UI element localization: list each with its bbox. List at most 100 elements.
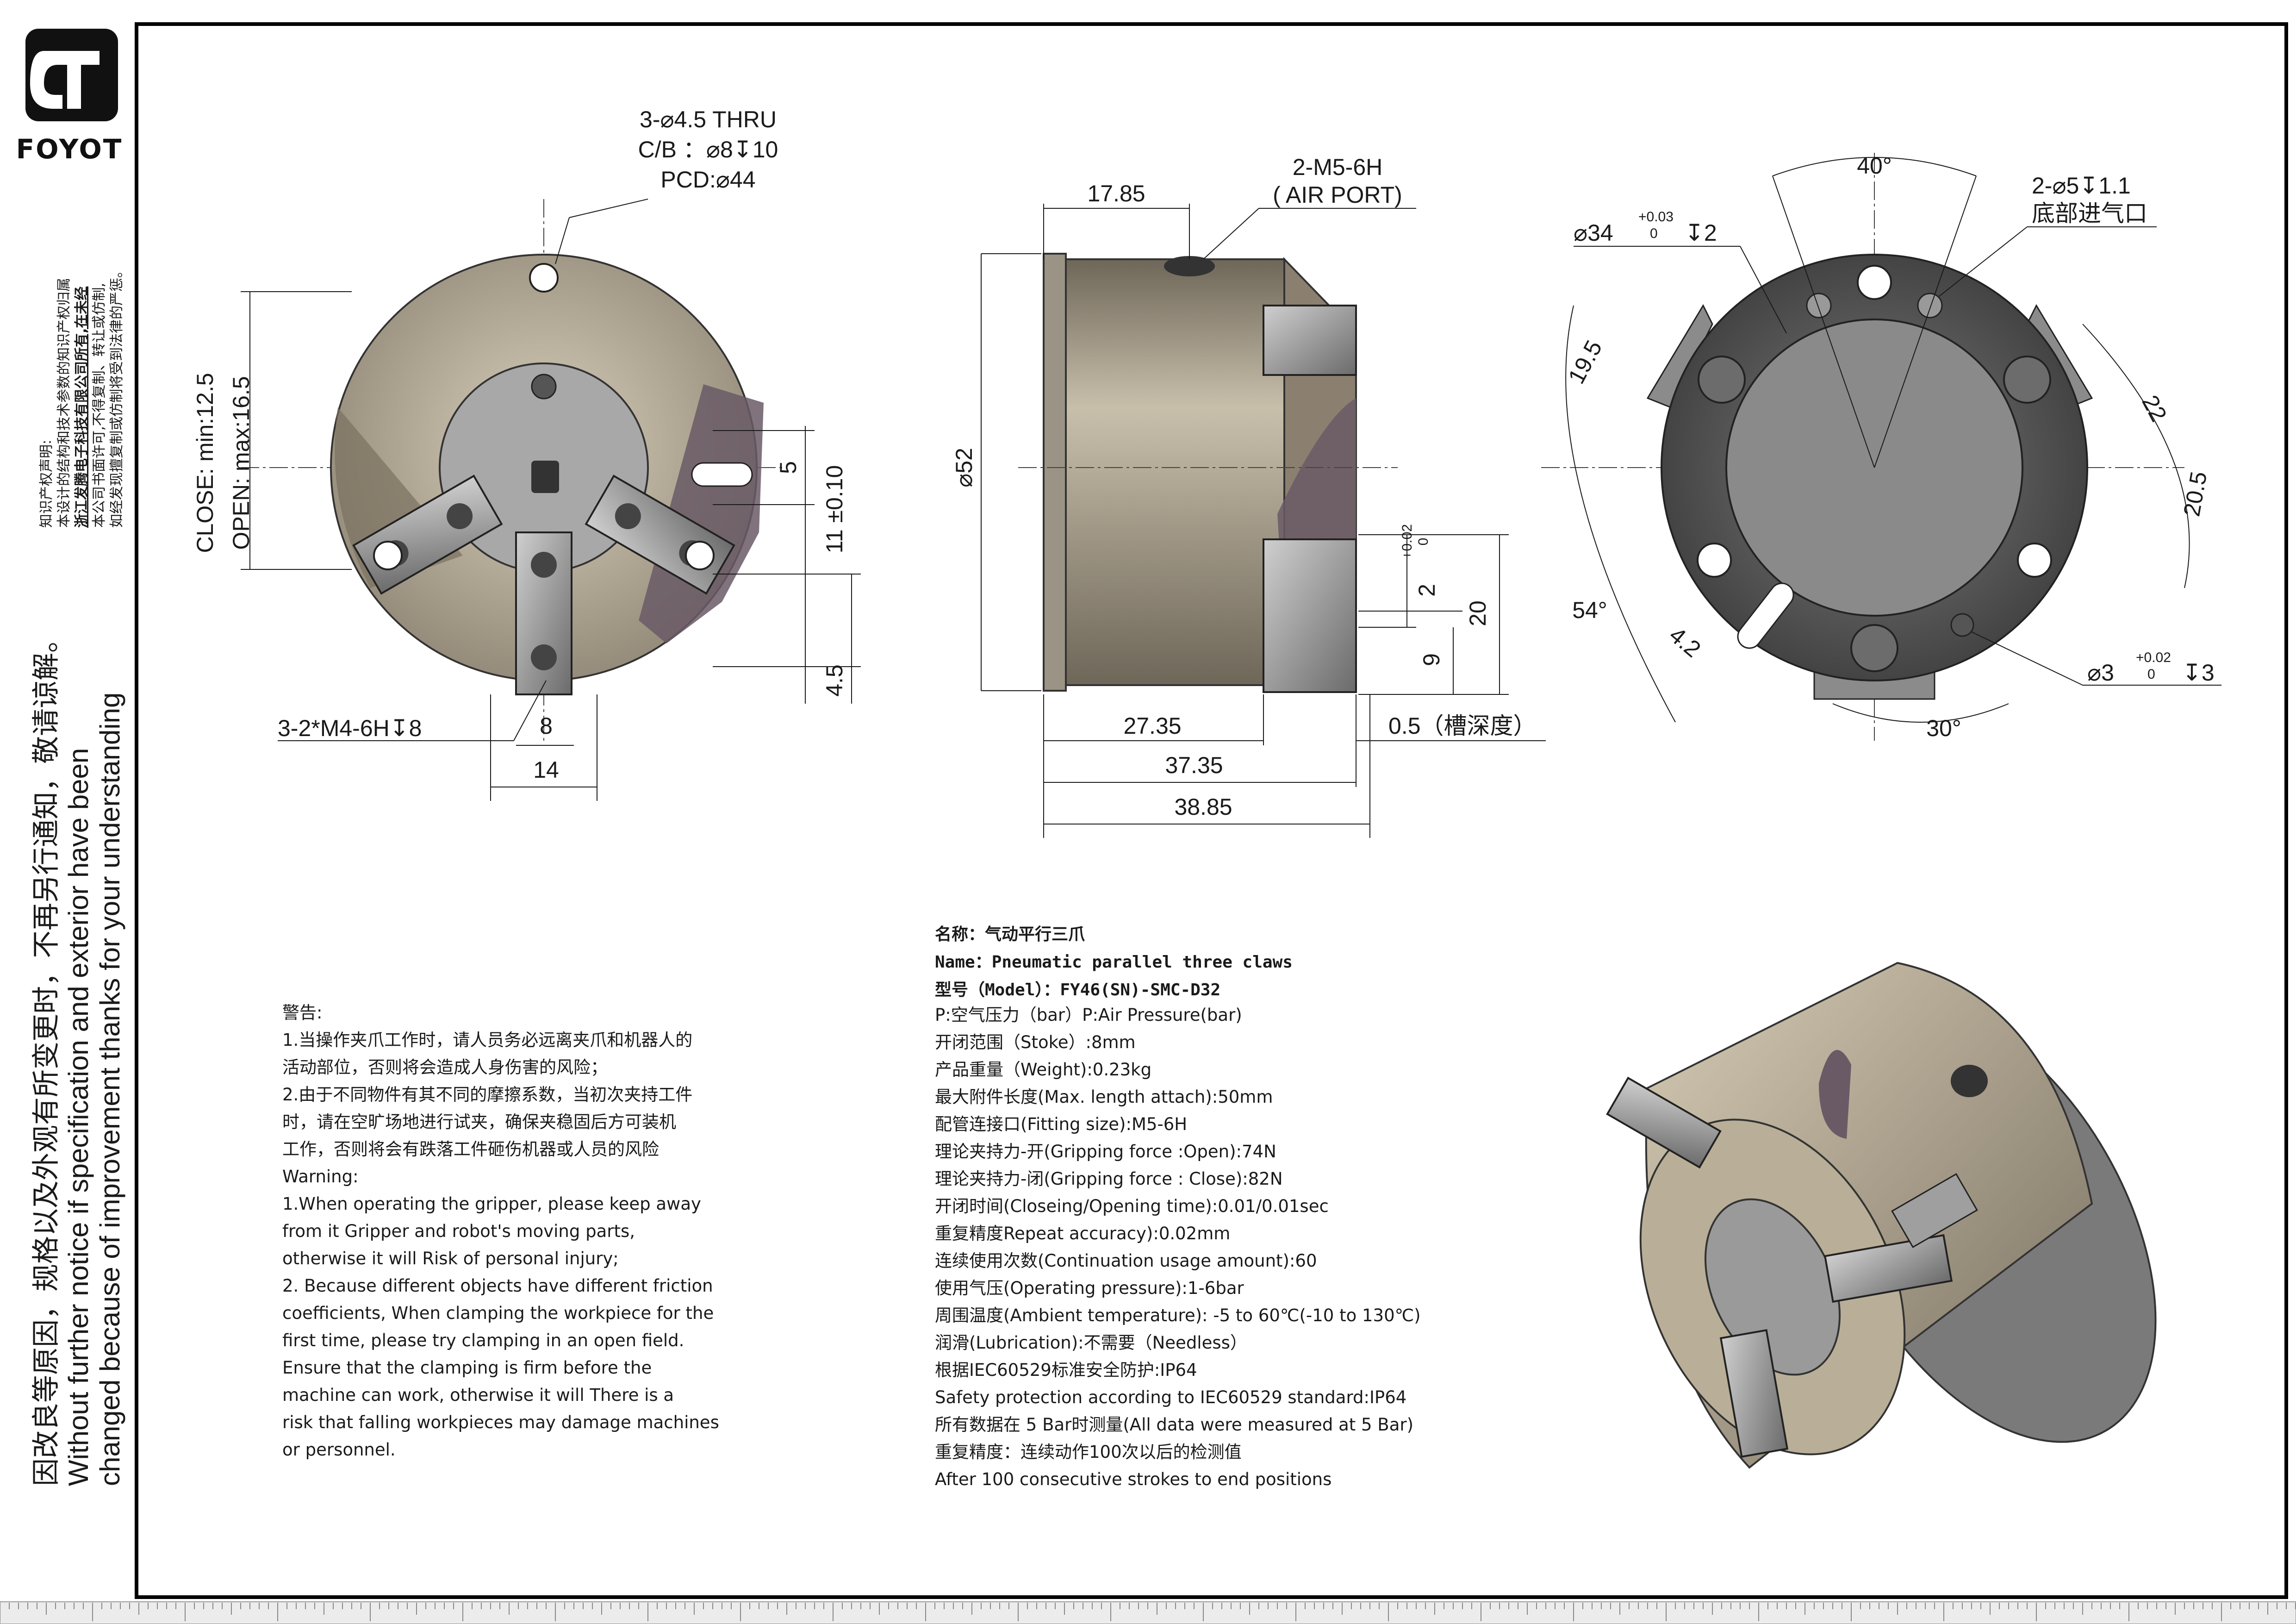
iso-jaw-bottom (1719, 1329, 1789, 1458)
slot-icon (1737, 582, 1794, 649)
notice-en-2: changed because of improvement thanks fo… (94, 693, 125, 1486)
right-dim: 2 (1414, 584, 1440, 597)
iso-lug (1891, 1173, 1978, 1249)
air-port-icon (1164, 256, 1215, 276)
side-dim: 4.5 (821, 664, 847, 697)
tol-plus: +0.02 (1400, 524, 1415, 559)
socket-screw-icon (1698, 356, 1746, 404)
bottom-dim: 27.35 (1123, 713, 1181, 739)
dia-dim: ⌀52 (951, 448, 977, 487)
warning-line: Ensure that the clamping is firm before … (282, 1358, 652, 1378)
air-port-label: 2-M5-6H (1293, 154, 1382, 180)
thru-hole-dim: 3-⌀4.5 THRU (640, 106, 777, 132)
side-dim: 5 (775, 461, 801, 474)
right-dim: 9 (1419, 653, 1444, 666)
bore-dia: ⌀34 (1574, 220, 1613, 246)
spec-line: 重复精度：连续动作100次以后的检测值 (935, 1442, 1242, 1462)
side-flange (1043, 253, 1067, 692)
spec-block: 名称：气动平行三爪 Name：Pneumatic parallel three … (935, 925, 1421, 1489)
spec-line: 根据IEC60529标准安全防护:IP64 (935, 1360, 1197, 1380)
brand-logo: FOYOT (16, 29, 123, 165)
ip-notice-line: 本公司书面许可,不得复制、转让或仿制, (91, 283, 107, 528)
notice-en-1: Without further notice if specification … (63, 748, 94, 1486)
jaw-top-side (1263, 305, 1357, 376)
iso-render (1606, 962, 2157, 1469)
warning-line: 1.When operating the gripper, please kee… (282, 1194, 701, 1214)
mount-hole-icon (1697, 543, 1732, 578)
spec-line: 产品重量（Weight):0.23kg (935, 1060, 1151, 1080)
pin-label: 底部进气口 (2032, 200, 2147, 226)
brand-name: FOYOT (16, 133, 123, 165)
iso-jaw-top (1606, 1076, 1722, 1169)
spec-line: 开闭时间(Closeing/Opening time):0.01/0.01sec (935, 1196, 1329, 1216)
spec-line: 理论夹持力-开(Gripping force :Open):74N (935, 1142, 1276, 1162)
socket-screw-icon (1850, 624, 1898, 672)
mount-hole-icon (373, 541, 403, 570)
ip-notice-line: 浙江发腾电子科技有限公司所有,在未经 (74, 287, 90, 528)
spec-line: 最大附件长度(Max. length attach):50mm (935, 1087, 1273, 1107)
warning-line: 活动部位，否则将会造成人身伤害的风险； (282, 1057, 608, 1077)
iso-groove (1819, 1050, 1851, 1139)
slot-icon (691, 462, 753, 487)
logo-plate-icon (531, 461, 559, 493)
pin-hole-icon (1950, 613, 1974, 637)
warning-line: 时，请在空旷场地进行试夹，确保夹稳固后方可装机 (282, 1112, 676, 1132)
sheet-border (135, 22, 2288, 1599)
spec-line: Safety protection according to IEC60529 … (935, 1387, 1406, 1407)
spec-name-cn: 名称：气动平行三爪 (935, 925, 1085, 944)
width-dim: 14 (533, 757, 559, 783)
bottom-dim: 38.85 (1174, 794, 1232, 820)
tol-zero: 0 (1416, 538, 1431, 546)
warning-line: first time, please try clamping in an op… (282, 1330, 684, 1350)
spec-name-en: Name：Pneumatic parallel three claws (935, 953, 1293, 972)
right-dim: 20 (1465, 600, 1491, 626)
spec-model: 型号（Model）：FY46(SN)-SMC-D32 (935, 981, 1220, 999)
iso-jaw-right (1823, 1234, 1953, 1303)
front-view: 3-⌀4.5 THRU C/B ：⌀8↧10 PCD:⌀44 CLOSE: mi… (192, 106, 861, 801)
spec-line: 重复精度Repeat accuracy):0.02mm (935, 1224, 1230, 1243)
mount-hole-icon (685, 541, 715, 570)
ip-notice: 知识产权声明: 本设计的结构和技术参数的知识产权归属 浙江发腾电子科技有限公司所… (38, 264, 125, 528)
warning-line: machine can work, otherwise it will Ther… (282, 1385, 674, 1405)
air-port-label: ( AIR PORT) (1273, 182, 1402, 208)
warning-line: 2. Because different objects have differ… (282, 1276, 713, 1296)
screw-icon (531, 374, 557, 400)
thru-hole-dim: C/B ：⌀8↧10 (638, 137, 778, 162)
pin-dia: ⌀3 (2087, 660, 2114, 686)
thru-hole-dim: PCD:⌀44 (660, 167, 755, 193)
ip-notice-line: 知识产权声明: (38, 440, 55, 528)
warning-line: 1.当操作夹爪工作时，请人员务必远离夹爪和机器人的 (282, 1030, 692, 1050)
warning-block: 警告: 1.当操作夹爪工作时，请人员务必远离夹爪和机器人的活动部位，否则将会造成人… (282, 1003, 719, 1460)
ip-notice-line: 如经发现擅复制或仿制将受到法律的严惩。 (109, 264, 125, 528)
mount-hole-icon (529, 263, 559, 293)
back-dim: 19.5 (1563, 336, 1607, 388)
pin-label: 2-⌀5↧1.1 (2032, 173, 2131, 199)
groove-depth: 0.5（槽深度） (1388, 713, 1537, 739)
warning-line: otherwise it will Risk of personal injur… (282, 1249, 619, 1268)
mount-hole-icon (1857, 265, 1892, 300)
warning-line: 工作，否则将会有跌落工件砸伤机器或人员的风险 (282, 1139, 659, 1159)
mount-hole-icon (2017, 543, 2052, 578)
notice-cn: 因改良等原因，规格以及外观有所变更时，不再另行通知，敬请谅解。 (31, 625, 62, 1486)
top-dim: 17.85 (1087, 181, 1145, 206)
spec-line: 润滑(Lubrication):不需要（Needless） (935, 1333, 1247, 1353)
logo-glyph (30, 51, 100, 109)
width-dim: 8 (540, 713, 553, 739)
bore-tol: +0.03 (1638, 209, 1674, 225)
air-port-icon (1951, 1065, 1988, 1097)
warning-line: 警告: (282, 1003, 322, 1023)
pin-tol: +0.02 (2136, 650, 2171, 665)
warning-line: risk that falling workpieces may damage … (282, 1412, 719, 1432)
warning-line: coefficients, When clamping the workpiec… (282, 1303, 714, 1323)
svg-text:CLOSE: min:12.5: CLOSE: min:12.5 (192, 373, 218, 553)
back-view: 40° ⌀34 +0.03 0 ↧2 2-⌀5↧1.1 底部进气口 19.5 2… (1541, 153, 2221, 741)
spec-line: P:空气压力（bar）P:Air Pressure(bar) (935, 1005, 1242, 1025)
pin-tol: 0 (2147, 667, 2155, 682)
warning-line: from it Gripper and robot's moving parts… (282, 1221, 635, 1241)
spec-line: 配管连接口(Fitting size):M5-6H (935, 1114, 1187, 1134)
jaw-bottom (515, 531, 572, 695)
bore-tol: 0 (1650, 226, 1658, 241)
angle-bottom: 30° (1926, 715, 1961, 741)
warning-line: 2.由于不同物件有其不同的摩擦系数，当初次夹持工件 (282, 1085, 692, 1105)
pin-depth: ↧3 (2182, 660, 2215, 686)
